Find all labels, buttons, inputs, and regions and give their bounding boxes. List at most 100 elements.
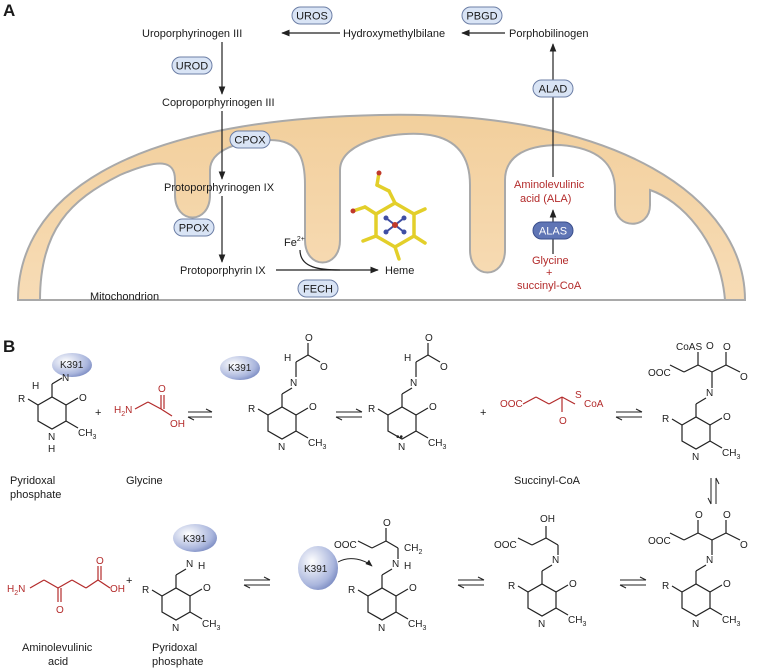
plus-label: + [546, 267, 552, 279]
plp-regenerated [151, 568, 203, 621]
plp2-name-line2: phosphate [152, 656, 203, 668]
bk-o2: O [723, 510, 731, 521]
plp1-ring-h: H [48, 444, 55, 455]
svg-text:UROD: UROD [176, 61, 208, 73]
glycine-o: O [158, 384, 166, 395]
succinyl-coa-group: CoA [584, 399, 604, 410]
ald-gly-o3: O [309, 402, 317, 413]
panel-b-label: B [3, 337, 15, 356]
heme-molecule-image [350, 170, 427, 261]
plp2-n: N [186, 559, 193, 570]
glycine-label: Glycine [532, 255, 569, 267]
cond-r: R [662, 414, 669, 425]
bk-o1: O [695, 510, 703, 521]
succinyl-ooc: OOC [500, 399, 523, 410]
lysine-label-2: K391 [228, 363, 252, 374]
enol-ring-n: N [538, 619, 545, 630]
succinyl-name: Succinyl-CoA [514, 475, 581, 487]
equilibrium-arrow-5 [457, 576, 485, 589]
plp1-name-line2: phosphate [10, 489, 61, 501]
plp1-r: R [18, 394, 25, 405]
panel-a-label: A [3, 1, 15, 20]
svg-text:FECH: FECH [303, 284, 333, 296]
bk-n: N [706, 555, 713, 566]
alaald-ch2: CH2 [404, 543, 422, 556]
glycine-structure [134, 395, 173, 417]
alaald-n: N [392, 559, 399, 570]
svg-text:PPOX: PPOX [179, 223, 210, 235]
mitochondrion-label: Mitochondrion [90, 291, 159, 303]
svg-text:UROS: UROS [296, 11, 328, 23]
quin-ring-n: N [398, 442, 405, 453]
alaald-r: R [348, 585, 355, 596]
plp1-h: H [32, 381, 39, 392]
plp1-n: N [62, 373, 69, 384]
uroporphyrinogen-label: Uroporphyrinogen III [142, 28, 242, 40]
lysine-label-3: K391 [304, 564, 328, 575]
enol-n: N [552, 555, 559, 566]
glycine-name: Glycine [126, 475, 163, 487]
porphobilinogen-label: Porphobilinogen [509, 28, 589, 40]
enol-ooc: OOC [494, 540, 517, 551]
protoporphyrinogen-label: Protoporphyrinogen IX [164, 182, 275, 194]
cond-ring-n: N [692, 452, 699, 463]
plp1-o: O [79, 393, 87, 404]
plp-lysine-aldimine: K391 [27, 353, 92, 430]
alaald-o1: O [383, 518, 391, 529]
mitochondrion-inner-membrane [38, 132, 727, 301]
cond-ooc: OOC [648, 368, 671, 379]
alaald-ch3: CH3 [408, 619, 426, 632]
plp2-ring-n: N [172, 623, 179, 634]
succinyl-coa-structure [522, 396, 576, 412]
bk-ch3: CH3 [722, 615, 740, 628]
quin-o1: O [425, 333, 433, 344]
quin-ch3: CH3 [428, 438, 446, 451]
svg-text:K391: K391 [60, 360, 84, 371]
enol-r: R [508, 581, 515, 592]
alaald-ooc: OOC [334, 540, 357, 551]
bk-r: R [662, 581, 669, 592]
beta-keto-intermediate [669, 520, 741, 617]
plus-2: + [480, 407, 486, 419]
plus-1: + [95, 407, 101, 419]
enzyme-pbgd: PBGD [461, 6, 503, 25]
lysine-attack-arrow [337, 558, 373, 567]
enzyme-alad: ALAD [532, 79, 574, 98]
equilibrium-arrow-4 [619, 576, 647, 589]
protoporphyrin-label: Protoporphyrin IX [180, 265, 266, 277]
ald-gly-o2: O [320, 362, 328, 373]
ald-gly-o1: O [305, 333, 313, 344]
quin-n: N [410, 378, 417, 389]
ala-o-acid: O [96, 556, 104, 567]
ala-o-ketone: O [56, 605, 64, 616]
fe-label: Fe2+ [284, 236, 305, 249]
ald-gly-ch3: CH3 [308, 438, 326, 451]
succinyl-s: S [575, 390, 582, 401]
equilibrium-arrow-2 [335, 408, 363, 421]
succinyl-coa-label: succinyl-CoA [517, 280, 582, 292]
enzyme-fech: FECH [297, 279, 339, 298]
plp2-name-line1: Pyridoxal [152, 642, 197, 654]
glycine-h2n: H2N [114, 405, 132, 418]
enzyme-urod: UROD [171, 56, 213, 75]
lysine-k391-shape-2 [220, 356, 260, 380]
quin-r: R [368, 404, 375, 415]
cond-ch3: CH3 [722, 448, 740, 461]
lysine-label-4: K391 [183, 534, 207, 545]
lysine-k391-shape-3 [298, 546, 338, 590]
hydroxymethylbilane-label: Hydroxymethylbilane [343, 28, 445, 40]
equilibrium-arrow-6 [243, 576, 271, 589]
lysine-k391-shape [52, 353, 92, 377]
ala-structure [29, 566, 111, 602]
enol-oh: OH [540, 514, 555, 525]
plp2-o: O [203, 583, 211, 594]
alaald-ring-n: N [378, 623, 385, 634]
cond-o4: O [723, 412, 731, 423]
ald-gly-r: R [248, 404, 255, 415]
arrow-fe-curve [299, 249, 341, 271]
heme-label: Heme [385, 265, 414, 277]
quin-o2: O [440, 362, 448, 373]
enzyme-alas: ALAS [532, 221, 574, 240]
plp2-r: R [142, 585, 149, 596]
svg-text:CPOX: CPOX [234, 135, 266, 147]
